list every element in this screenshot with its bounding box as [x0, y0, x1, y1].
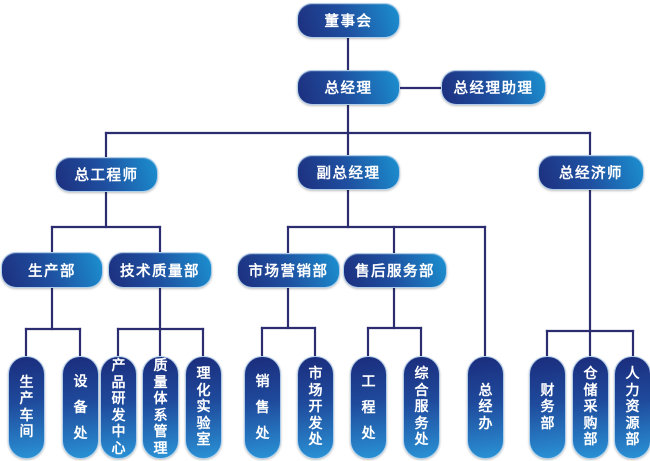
node-chief-economist: 总经济师 — [538, 155, 644, 190]
unit-label: 人力资源部 — [625, 366, 640, 449]
node-after-sales-dept-label: 售后服务部 — [355, 264, 435, 280]
unit-sales-office: 销售处 — [244, 356, 281, 459]
unit-equipment-office: 设备处 — [62, 356, 99, 459]
unit-hr-dept: 人力资源部 — [614, 356, 650, 459]
node-production-dept-label: 生产部 — [28, 263, 76, 280]
unit-lab: 理化实验室 — [185, 356, 222, 459]
node-tech-quality-dept-label: 技术质量部 — [120, 263, 200, 280]
unit-rd-center: 产品研发中心 — [100, 356, 137, 459]
node-chief-economist-label: 总经济师 — [559, 166, 623, 182]
unit-label: 财务部 — [540, 382, 555, 432]
unit-production-workshop: 生产车间 — [8, 356, 45, 459]
unit-label: 质量体系管理 — [153, 358, 168, 457]
unit-gm-office: 总经办 — [467, 356, 504, 459]
unit-finance-dept: 财务部 — [529, 356, 566, 459]
node-marketing-dept: 市场营销部 — [237, 253, 340, 288]
node-after-sales-dept: 售后服务部 — [343, 253, 447, 288]
unit-label: 市场开发处 — [308, 366, 323, 449]
node-board: 董事会 — [297, 3, 400, 38]
node-marketing-dept-label: 市场营销部 — [248, 264, 329, 280]
node-chief-engineer-label: 总工程师 — [74, 168, 139, 184]
node-deputy-gm-label: 副总经理 — [316, 166, 381, 182]
unit-label: 仓储采购部 — [583, 366, 598, 449]
node-general-manager: 总经理 — [297, 70, 400, 105]
node-tech-quality-dept: 技术质量部 — [108, 252, 212, 288]
node-general-manager-label: 总经理 — [324, 81, 373, 97]
node-chief-engineer: 总工程师 — [55, 157, 158, 192]
node-production-dept: 生产部 — [1, 252, 103, 288]
unit-label: 销售处 — [255, 373, 270, 442]
unit-general-service-office: 综合服务处 — [403, 356, 440, 459]
unit-label: 总经办 — [478, 382, 493, 432]
unit-label: 产品研发中心 — [111, 358, 126, 457]
node-gm-assistant: 总经理助理 — [441, 70, 546, 105]
unit-engineering-office: 工程处 — [350, 356, 387, 459]
node-gm-assistant-label: 总经理助理 — [453, 81, 534, 97]
node-deputy-gm: 副总经理 — [297, 155, 400, 190]
unit-label: 理化实验室 — [196, 366, 211, 449]
unit-label: 综合服务处 — [414, 366, 429, 449]
unit-market-dev-office: 市场开发处 — [297, 356, 334, 459]
unit-procurement-dept: 仓储采购部 — [572, 356, 609, 459]
unit-quality-system: 质量体系管理 — [142, 356, 179, 459]
unit-label: 工程处 — [361, 373, 376, 442]
unit-label: 生产车间 — [19, 374, 34, 441]
unit-label: 设备处 — [73, 373, 88, 442]
node-board-label: 董事会 — [324, 14, 373, 30]
